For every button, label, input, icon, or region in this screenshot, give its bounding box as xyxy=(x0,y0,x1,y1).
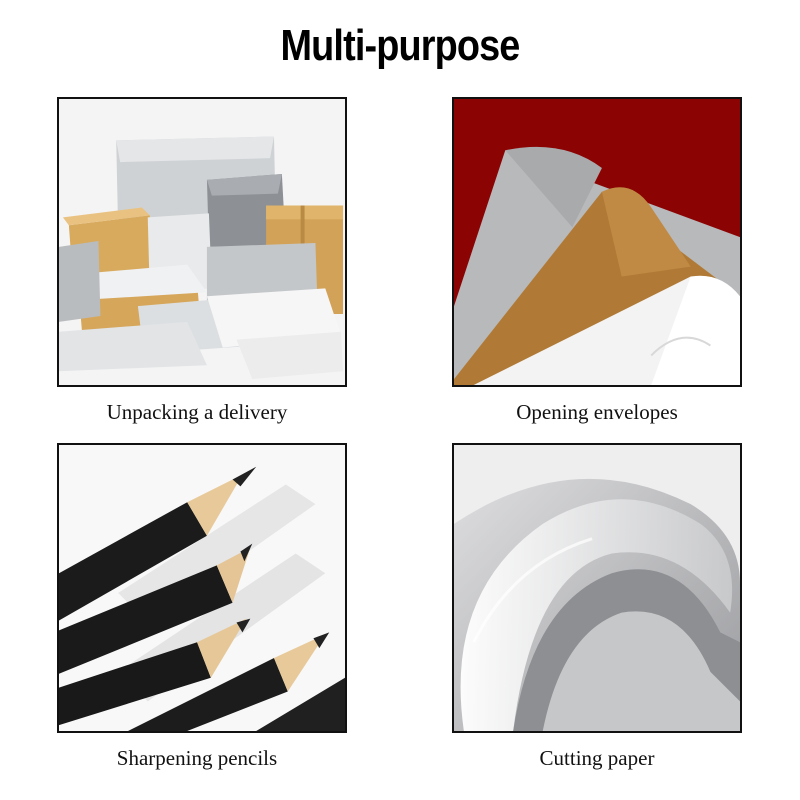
pencils-image xyxy=(57,443,347,733)
page-title: Multi-purpose xyxy=(280,21,521,70)
caption-unpacking: Unpacking a delivery xyxy=(106,400,288,424)
delivery-packages-image xyxy=(57,97,347,387)
caption-pencils: Sharpening pencils xyxy=(116,746,278,770)
caption-cutting: Cutting paper xyxy=(539,746,655,770)
curled-paper-image xyxy=(452,443,742,733)
caption-envelopes: Opening envelopes xyxy=(516,400,678,424)
envelopes-image xyxy=(452,97,742,387)
